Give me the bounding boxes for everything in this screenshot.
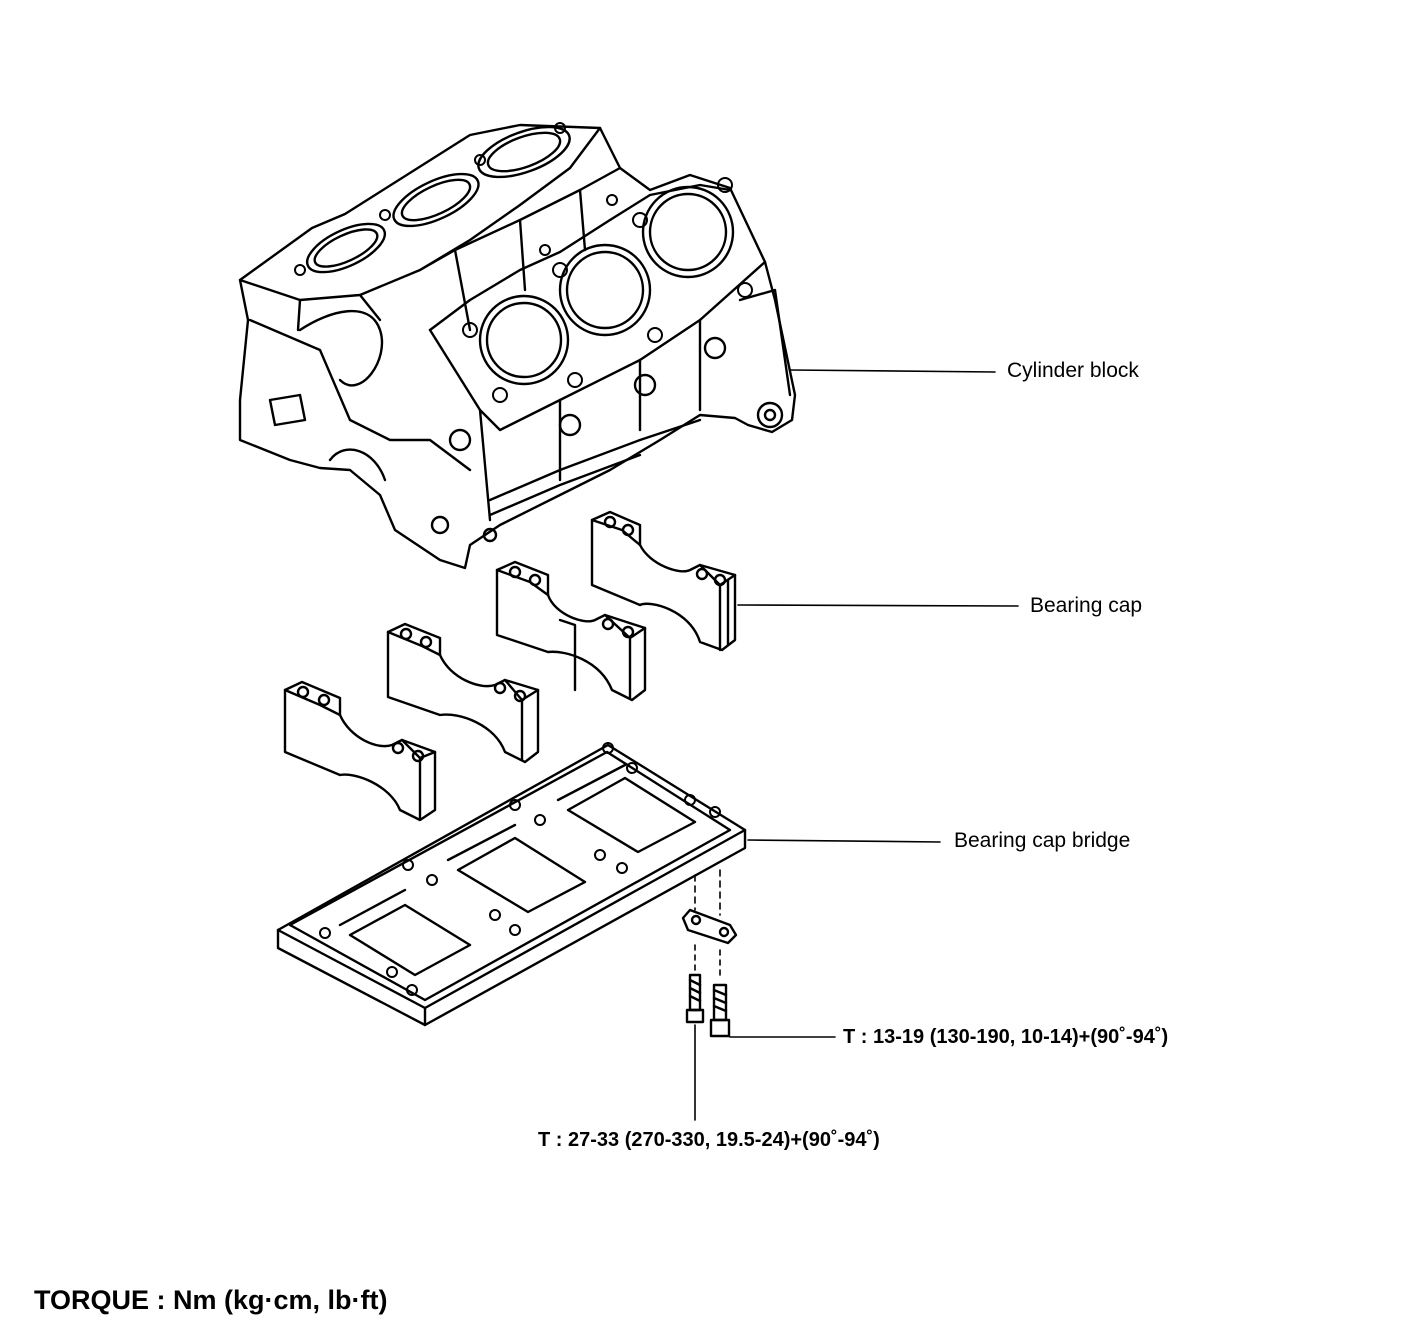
torque-spec-bridge-bolt: T : 13-19 (130-190, 10-14)+(90˚-94˚) [843,1026,1169,1048]
torque-units-note: TORQUE : Nm (kg·cm, lb·ft) [34,1285,388,1315]
torque-spec-cap-bolt: T : 27-33 (270-330, 19.5-24)+(90˚-94˚) [538,1129,880,1151]
bearing-caps-illustration [283,510,737,822]
bolts-illustration [681,869,738,1038]
cylinder-block-illustration [238,122,797,570]
leader-lines [694,369,1019,1121]
bearing-cap-label: Bearing cap [1030,594,1143,617]
cylinder-block-label: Cylinder block [1007,359,1139,382]
bearing-cap-bridge-illustration [276,742,747,1027]
bearing-cap-bridge-label: Bearing cap bridge [954,829,1131,852]
